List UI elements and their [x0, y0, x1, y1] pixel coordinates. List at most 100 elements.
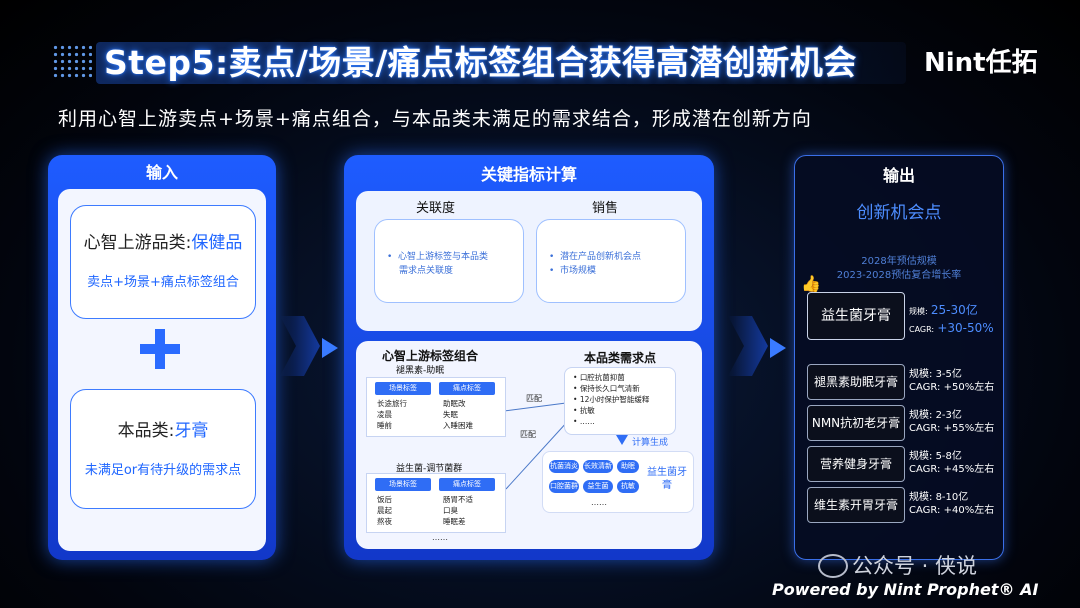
opportunity-item-4-name: 营养健身牙膏 [819, 457, 892, 471]
input-panel: 输入 心智上游品类:保健品 卖点+场景+痛点标签组合 本品类:牙膏 未满足or有… [48, 155, 276, 560]
title-highlight-bar [96, 42, 906, 84]
result-tag-3: 助眠 [617, 460, 639, 473]
opportunity-item-5-cagr-label: CAGR: [909, 505, 941, 516]
match-lines [503, 402, 569, 490]
result-label: 益生菌牙膏 [647, 467, 687, 491]
opportunity-item-3-cagr: +55%左右 [943, 423, 995, 434]
combo2-name: 益生菌-调节菌群 [396, 464, 463, 474]
own-category-card: 本品类:牙膏 未满足or有待升级的需求点 [70, 389, 256, 509]
result-tag-4: 口腔菌群 [549, 480, 579, 493]
flow-arrow-icon-1 [322, 338, 338, 358]
needs-title: 本品类需求点 [584, 351, 657, 365]
result-tag-5: 益生菌 [583, 480, 613, 493]
need-item-1: 口腔抗菌抑菌 [579, 373, 625, 382]
metrics-bottom-section: 心智上游标签组合 褪黑素-助眠 场景标签 痛点标签 长途旅行 凌晨 睡前 助眠改… [356, 341, 702, 549]
flow-chevron-2 [728, 316, 768, 376]
opportunity-item-4-cagr: +45%左右 [943, 464, 995, 475]
powered-by: Powered by Nint Prophet® AI [772, 580, 1039, 599]
result-tag-1: 抗菌消炎 [549, 460, 579, 473]
sales-bullet-1: 潜在产品创新机会点 [560, 252, 642, 262]
relevance-box: • 心智上游标签与本品类 需求点关联度 [374, 219, 524, 303]
opportunity-item-3-scale-label: 规模: [909, 410, 933, 421]
combo2-pain-2: 口臭 [443, 506, 458, 515]
opportunity-item-4-scale: 5-8亿 [935, 451, 962, 462]
opportunity-item-1-cagr-label: CAGR: [909, 325, 935, 334]
upstream-category-card: 心智上游品类:保健品 卖点+场景+痛点标签组合 [70, 205, 256, 319]
opportunity-item-5-cagr: +40%左右 [943, 505, 995, 516]
page-subtitle: 利用心智上游卖点+场景+痛点组合，与本品类未满足的需求结合，形成潜在创新方向 [58, 108, 812, 130]
opportunity-item-3-scale: 2-3亿 [935, 410, 962, 421]
result-tag-2: 长效清新 [583, 460, 613, 473]
combo2-pain-1: 肠胃不适 [443, 495, 473, 504]
dot-grid-decoration [52, 44, 92, 78]
combo1-table: 场景标签 痛点标签 长途旅行 凌晨 睡前 助眠改 失眠 入睡困难 [366, 377, 506, 437]
opportunity-item-3-name: NMN抗初老牙膏 [811, 416, 901, 430]
opportunity-item-5-scale: 8-10亿 [935, 492, 969, 503]
upstream-category-prefix: 心智上游品类: [83, 233, 192, 253]
match-label-1: 匹配 [526, 394, 542, 403]
opportunity-item-2-scale: 3-5亿 [935, 369, 962, 380]
thumbs-up-icon: 👍 [801, 274, 821, 293]
own-category-prefix: 本品类: [117, 421, 175, 441]
upstream-category-desc: 卖点+场景+痛点标签组合 [87, 275, 239, 290]
combo1-scene-2: 凌晨 [377, 410, 392, 419]
metrics-top-section: 关联度 销售 • 心智上游标签与本品类 需求点关联度 • 潜在产品创新机会点 •… [356, 191, 702, 331]
combo1-scene-3: 睡前 [377, 421, 392, 430]
opportunity-item-4-scale-label: 规模: [909, 451, 933, 462]
upstream-category-value: 保健品 [191, 233, 243, 253]
opportunity-item-2-cagr-label: CAGR: [909, 382, 941, 393]
combo2-scene-2: 晨起 [377, 506, 392, 515]
combo-more: …… [432, 533, 448, 542]
needs-box: • 口腔抗菌抑菌 • 保持长久口气清新 • 12小时保护智能缓释 • 抗敏 • … [564, 367, 676, 435]
opportunity-item-3: NMN抗初老牙膏 [807, 405, 905, 441]
opportunity-item-2-scale-label: 规模: [909, 369, 933, 380]
opportunity-item-5-name: 维生素开胃牙膏 [813, 498, 898, 512]
own-category-value: 牙膏 [174, 421, 209, 441]
result-box: 抗菌消炎 长效清新 助眠 口腔菌群 益生菌 抗敏 益生菌牙膏 …… [542, 451, 694, 513]
combo1-tag-scene: 场景标签 [375, 382, 431, 395]
wechat-account: 公众号 · 侠说 [852, 554, 978, 578]
need-item-2: 保持长久口气清新 [579, 384, 640, 393]
sales-box: • 潜在产品创新机会点 • 市场规模 [536, 219, 686, 303]
opportunity-item-5-scale-label: 规模: [909, 492, 933, 503]
opportunity-item-1-name: 益生菌牙膏 [821, 308, 891, 324]
plus-icon [140, 329, 180, 369]
need-item-3: 12小时保护智能缓释 [579, 395, 650, 404]
combo2-pain-3: 睡眠差 [443, 517, 466, 526]
combo2-scene-3: 熬夜 [377, 517, 392, 526]
opportunity-item-2: 褪黑素助眠牙膏 [807, 364, 905, 400]
need-item-4: 抗敏 [579, 406, 595, 415]
combo1-name: 褪黑素-助眠 [396, 366, 445, 376]
output-panel: 输出 创新机会点 2028年预估规模 2023-2028预估复合增长率 👍 益生… [794, 155, 1004, 560]
result-more: …… [591, 498, 607, 507]
metrics-panel: 关键指标计算 关联度 销售 • 心智上游标签与本品类 需求点关联度 • 潜在产品… [344, 155, 714, 560]
combo2-table: 场景标签 痛点标签 饭后 晨起 熬夜 肠胃不适 口臭 睡眠差 [366, 473, 506, 533]
brand-logo: Nint任拓 [924, 48, 1038, 78]
own-category-desc: 未满足or有待升级的需求点 [84, 463, 242, 478]
sales-bullet-2: 市场规模 [560, 266, 597, 276]
combo1-pain-2: 失眠 [443, 410, 458, 419]
relevance-bullet-1: 心智上游标签与本品类 [398, 252, 489, 262]
opportunity-item-3-cagr-label: CAGR: [909, 423, 941, 434]
output-panel-label: 输出 [882, 166, 915, 185]
opportunity-item-1-scale: 25-30亿 [930, 303, 978, 317]
opportunity-item-2-cagr: +50%左右 [943, 382, 995, 393]
opportunity-item-1-scale-label: 规模: [909, 307, 928, 316]
flow-arrow-icon-2 [770, 338, 786, 358]
relevance-bullet-2: 需求点关联度 [399, 266, 454, 276]
combo-title: 心智上游标签组合 [382, 349, 479, 363]
match-label-2: 匹配 [520, 430, 536, 439]
opportunity-item-5: 维生素开胃牙膏 [807, 487, 905, 523]
combo1-scene-1: 长途旅行 [377, 399, 407, 408]
opportunity-item-1: 益生菌牙膏 [807, 292, 905, 340]
output-note-scale: 2028年预估规模 [861, 256, 937, 267]
combo2-tag-scene: 场景标签 [375, 478, 431, 491]
opportunity-item-2-name: 褪黑素助眠牙膏 [813, 375, 898, 389]
combo1-pain-1: 助眠改 [443, 399, 466, 408]
output-heading: 创新机会点 [856, 203, 942, 223]
opportunity-item-4-cagr-label: CAGR: [909, 464, 941, 475]
wechat-icon [818, 554, 848, 578]
metrics-panel-label: 关键指标计算 [480, 165, 577, 184]
relevance-title: 关联度 [416, 201, 456, 216]
input-panel-body: 心智上游品类:保健品 卖点+场景+痛点标签组合 本品类:牙膏 未满足or有待升级… [58, 189, 266, 551]
